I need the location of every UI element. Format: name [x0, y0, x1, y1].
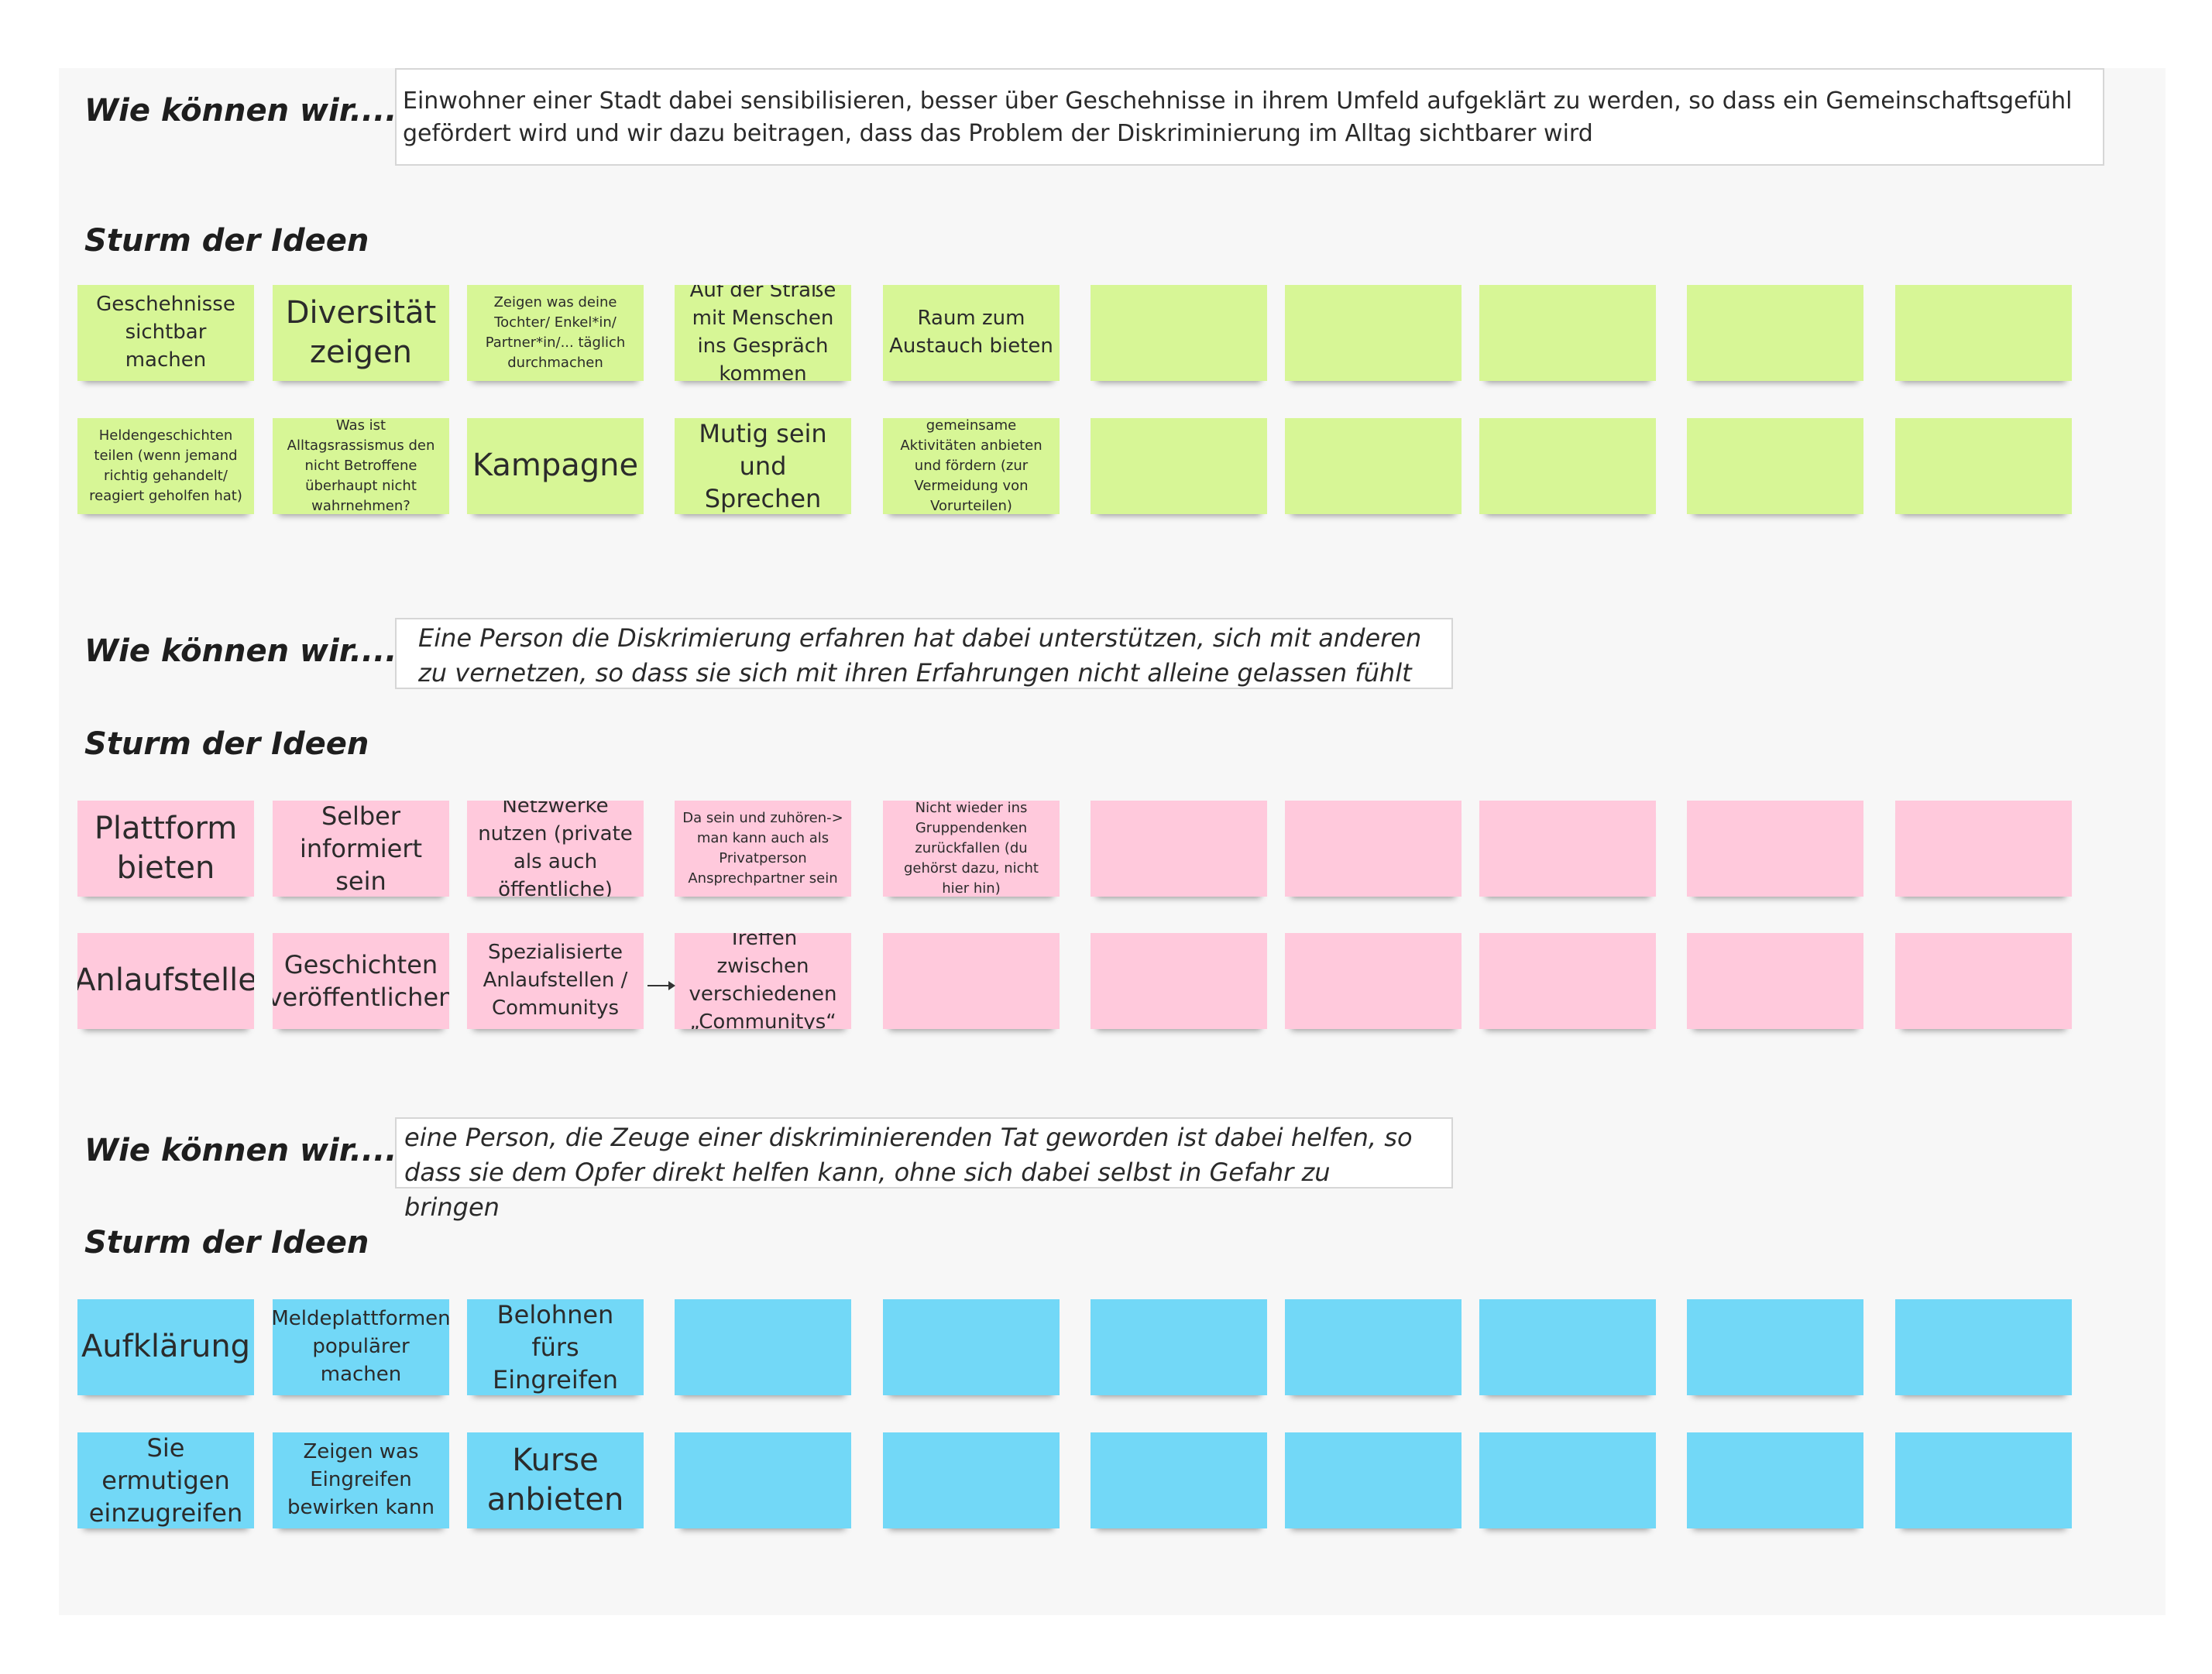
empty-sticky-note[interactable] [675, 1299, 851, 1395]
sticky-note-text: Selber informiert sein [299, 801, 423, 897]
storm-label-1: Sturm der Ideen [84, 223, 369, 259]
sticky-note-text: Auf der Straße mit Menschen ins Gespräch… [689, 285, 836, 381]
empty-sticky-note[interactable] [1285, 418, 1462, 514]
empty-sticky-note[interactable] [1091, 933, 1267, 1029]
storm-label-2: Sturm der Ideen [84, 726, 369, 762]
sticky-note[interactable]: Anlaufstelle [77, 933, 254, 1029]
sticky-note-text: Meldeplattformen populärer machen [273, 1307, 449, 1386]
sticky-note[interactable]: Raum zum Austauch bieten [883, 285, 1060, 381]
sticky-note[interactable]: Plattform bieten [77, 801, 254, 897]
sticky-note[interactable]: Meldeplattformen populärer machen [273, 1299, 449, 1395]
sticky-note[interactable]: Auf der Straße mit Menschen ins Gespräch… [675, 285, 851, 381]
sticky-note-text: Spezialisierte Anlaufstellen / Community… [483, 941, 628, 1020]
hmw-label-1: Wie können wir....? [84, 93, 415, 129]
empty-sticky-note[interactable] [1895, 1432, 2072, 1528]
sticky-note-text: Kampagne [472, 448, 639, 484]
sticky-note[interactable]: Mutig sein und Sprechen [675, 418, 851, 514]
sticky-note-text: Was ist Alltagsrassismus den nicht Betro… [287, 418, 435, 514]
storm-label-3: Sturm der Ideen [84, 1225, 369, 1261]
sticky-note[interactable]: Kurse anbieten [467, 1432, 644, 1528]
sticky-note-text: Netzwerke nutzen (private als auch öffen… [478, 801, 633, 897]
sticky-note-text: gemeinsame Aktivitäten anbieten und förd… [900, 418, 1042, 514]
sticky-note[interactable]: Was ist Alltagsrassismus den nicht Betro… [273, 418, 449, 514]
sticky-note-text: Plattform bieten [94, 810, 238, 886]
sticky-note[interactable]: Kampagne [467, 418, 644, 514]
sticky-note-text: Raum zum Austauch bieten [889, 307, 1053, 358]
sticky-note[interactable]: Zeigen was Eingreifen bewirken kann [273, 1432, 449, 1528]
empty-sticky-note[interactable] [1895, 933, 2072, 1029]
empty-sticky-note[interactable] [1479, 1432, 1656, 1528]
hmw-question-3[interactable]: eine Person, die Zeuge einer diskriminie… [395, 1117, 1453, 1222]
sticky-note[interactable]: Spezialisierte Anlaufstellen / Community… [467, 933, 644, 1029]
sticky-note[interactable]: Da sein und zuhören-> man kann auch als … [675, 801, 851, 897]
sticky-note-text: Nicht wieder ins Gruppendenken zurückfal… [903, 801, 1039, 897]
sticky-note[interactable]: Sie ermutigen einzugreifen [77, 1432, 254, 1528]
empty-sticky-note[interactable] [883, 1299, 1060, 1395]
empty-sticky-note[interactable] [1285, 1432, 1462, 1528]
sticky-note[interactable]: Nicht wieder ins Gruppendenken zurückfal… [883, 801, 1060, 897]
empty-sticky-note[interactable] [1687, 1299, 1863, 1395]
empty-sticky-note[interactable] [883, 933, 1060, 1029]
sticky-note-text: Aufklärung [81, 1329, 251, 1365]
sticky-note[interactable]: Zeigen was deine Tochter/ Enkel*in/ Part… [467, 285, 644, 381]
sticky-note-text: Da sein und zuhören-> man kann auch als … [682, 809, 843, 887]
sticky-note-text: Anlaufstelle [77, 962, 254, 999]
sticky-note-text: Belohnen fürs Eingreifen [493, 1299, 618, 1395]
empty-sticky-note[interactable] [1687, 933, 1863, 1029]
sticky-note-text: Treffen zwischen verschiedenen „Communit… [689, 933, 837, 1029]
hmw-label-2: Wie können wir....? [84, 633, 415, 669]
sticky-note[interactable]: Treffen zwischen verschiedenen „Communit… [675, 933, 851, 1029]
sticky-note-text: Geschichten veröffentlichen [273, 949, 449, 1012]
empty-sticky-note[interactable] [1091, 1432, 1267, 1528]
sticky-note-text: Zeigen was Eingreifen bewirken kann [287, 1440, 435, 1519]
empty-sticky-note[interactable] [1687, 801, 1863, 897]
sticky-note[interactable]: Selber informiert sein [273, 801, 449, 897]
empty-sticky-note[interactable] [1687, 418, 1863, 514]
sticky-note-text: Diversität zeigen [285, 294, 437, 370]
sticky-note[interactable]: Belohnen fürs Eingreifen [467, 1299, 644, 1395]
empty-sticky-note[interactable] [1479, 801, 1656, 897]
empty-sticky-note[interactable] [1285, 285, 1462, 381]
sticky-note-text: Kurse anbieten [486, 1442, 624, 1518]
sticky-note-text: Geschehnisse sichtbar machen [96, 293, 235, 372]
empty-sticky-note[interactable] [675, 1432, 851, 1528]
sticky-note[interactable]: Geschehnisse sichtbar machen [77, 285, 254, 381]
empty-sticky-note[interactable] [1895, 285, 2072, 381]
hmw-question-1[interactable]: Einwohner einer Stadt dabei sensibilisie… [395, 68, 2104, 166]
empty-sticky-note[interactable] [1479, 285, 1656, 381]
empty-sticky-note[interactable] [883, 1432, 1060, 1528]
connector-arrow [647, 981, 675, 990]
hmw-question-2[interactable]: Eine Person die Diskrimierung erfahren h… [395, 618, 1453, 689]
empty-sticky-note[interactable] [1285, 933, 1462, 1029]
empty-sticky-note[interactable] [1285, 801, 1462, 897]
sticky-note[interactable]: Aufklärung [77, 1299, 254, 1395]
empty-sticky-note[interactable] [1479, 418, 1656, 514]
empty-sticky-note[interactable] [1091, 801, 1267, 897]
empty-sticky-note[interactable] [1091, 1299, 1267, 1395]
empty-sticky-note[interactable] [1895, 418, 2072, 514]
sticky-note[interactable]: Heldengeschichten teilen (wenn jemand ri… [77, 418, 254, 514]
sticky-note-text: Zeigen was deine Tochter/ Enkel*in/ Part… [485, 293, 626, 372]
sticky-note-text: Mutig sein und Sprechen [699, 418, 827, 514]
empty-sticky-note[interactable] [1091, 285, 1267, 381]
empty-sticky-note[interactable] [1687, 285, 1863, 381]
sticky-note[interactable]: Netzwerke nutzen (private als auch öffen… [467, 801, 644, 897]
empty-sticky-note[interactable] [1285, 1299, 1462, 1395]
empty-sticky-note[interactable] [1687, 1432, 1863, 1528]
sticky-note[interactable]: Geschichten veröffentlichen [273, 933, 449, 1029]
sticky-note[interactable]: gemeinsame Aktivitäten anbieten und förd… [883, 418, 1060, 514]
sticky-note-text: Sie ermutigen einzugreifen [88, 1432, 243, 1528]
empty-sticky-note[interactable] [1479, 1299, 1656, 1395]
empty-sticky-note[interactable] [1091, 418, 1267, 514]
sticky-note[interactable]: Diversität zeigen [273, 285, 449, 381]
sticky-note-text: Heldengeschichten teilen (wenn jemand ri… [89, 427, 242, 505]
empty-sticky-note[interactable] [1895, 801, 2072, 897]
hmw-label-3: Wie können wir....? [84, 1133, 415, 1168]
empty-sticky-note[interactable] [1479, 933, 1656, 1029]
empty-sticky-note[interactable] [1895, 1299, 2072, 1395]
